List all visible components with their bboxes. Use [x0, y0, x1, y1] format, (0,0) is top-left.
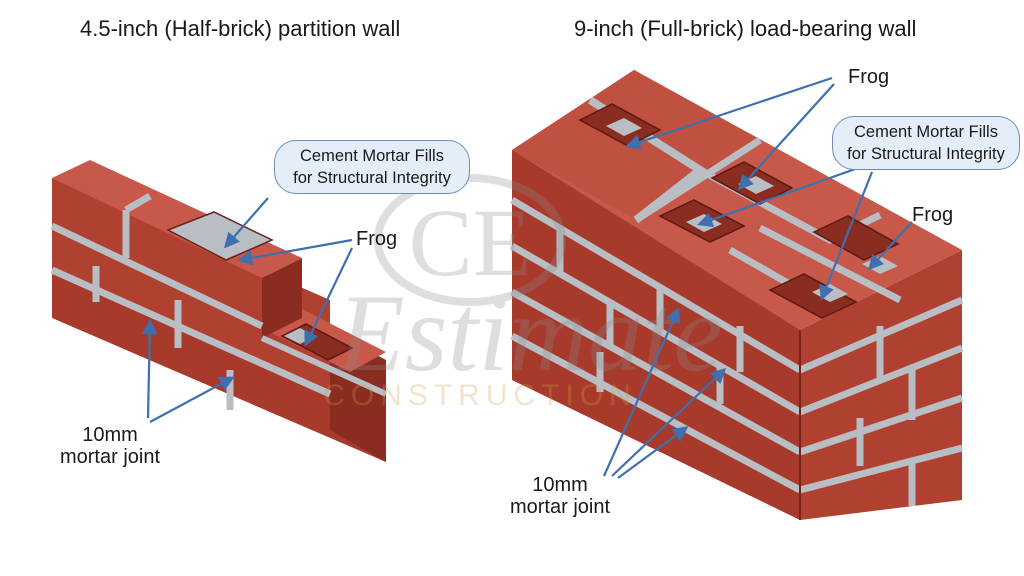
left-callout-line1: Cement Mortar Fills: [300, 147, 444, 165]
full-brick-wall: [510, 70, 964, 520]
right-frog-label-top: Frog: [848, 66, 890, 88]
right-callout-line1: Cement Mortar Fills: [854, 123, 998, 141]
right-callout-line2: for Structural Integrity: [847, 145, 1005, 163]
left-callout: Cement Mortar Fills for Structural Integ…: [274, 140, 470, 194]
left-frog-upper: [166, 211, 274, 261]
right-frog-4: [812, 215, 900, 261]
left-wall-front-lower: [52, 270, 386, 462]
watermark-subtitle: CONSTRUCTION: [323, 379, 637, 412]
right-callout: Cement Mortar Fills for Structural Integ…: [832, 116, 1020, 170]
watermark-logo: CE Estimate CONSTRUCTION: [323, 174, 723, 412]
left-panel-title: 4.5-inch (Half-brick) partition wall: [80, 16, 401, 41]
left-mortar-label-line2: mortar joint: [59, 446, 161, 468]
right-frog-label-lower: Frog: [912, 204, 954, 226]
half-brick-wall: [50, 160, 388, 462]
left-callout-line2: for Structural Integrity: [293, 169, 451, 187]
left-mortar-label: 10mm mortar joint: [50, 424, 170, 468]
arrows: [142, 76, 913, 479]
right-panel-title: 9-inch (Full-brick) load-bearing wall: [574, 16, 917, 41]
right-mortar-label: 10mm mortar joint: [490, 474, 630, 518]
left-frog-label: Frog: [356, 228, 398, 250]
left-upper-end: [262, 258, 302, 338]
watermark-logo-text: CE: [409, 189, 532, 296]
right-mortar-label-line1: 10mm: [532, 474, 588, 496]
right-frog-5: [768, 273, 858, 319]
watermark-script-text: Estimate: [336, 272, 723, 394]
left-mortar-label-line1: 10mm: [82, 424, 138, 446]
right-mortar-label-line2: mortar joint: [509, 496, 611, 518]
left-wall-front: [52, 178, 330, 395]
